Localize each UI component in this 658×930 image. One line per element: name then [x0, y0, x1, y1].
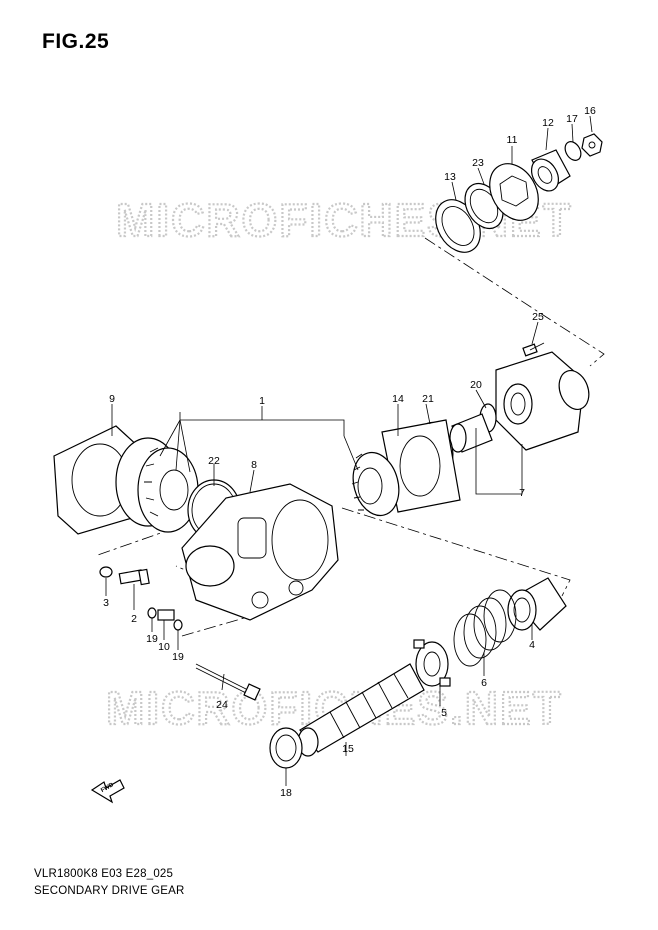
- part-17-washer: [564, 141, 582, 161]
- callout-7: 7: [519, 487, 525, 499]
- callout-numbers: 1 2 3 4 5 6 7 8 9 10 11 12 13 14 15 16 1…: [103, 105, 596, 799]
- part-7-bearing-housing: [495, 351, 590, 451]
- callout-22: 22: [208, 455, 220, 467]
- figure-title: FIG.25: [42, 30, 110, 53]
- part-11-bearing-stopper: [489, 163, 539, 221]
- part-4-cam-dog: [507, 577, 567, 631]
- diagram-name: SECONDARY DRIVE GEAR: [34, 885, 185, 897]
- callout-12: 12: [542, 117, 554, 129]
- part-1-driven-gear-right: [351, 451, 400, 517]
- part-19-pin-set: [147, 607, 183, 631]
- callout-3: 3: [103, 597, 109, 609]
- callout-2: 2: [131, 613, 137, 625]
- callout-5: 5: [441, 707, 447, 719]
- callout-24: 24: [216, 699, 228, 711]
- callout-10: 10: [158, 641, 170, 653]
- part-8-gear-case: [181, 483, 339, 621]
- part-12-bearing: [530, 149, 571, 192]
- callout-21: 21: [422, 393, 434, 405]
- part-14-gasket: [381, 419, 461, 513]
- part-15-drive-shaft: [297, 663, 425, 757]
- callout-23: 23: [472, 157, 484, 169]
- callout-14: 14: [392, 393, 404, 405]
- fwd-direction-indicator: FWD: [90, 779, 125, 804]
- callout-13: 13: [444, 171, 456, 183]
- callout-19-a: 19: [146, 633, 158, 645]
- part-6-spring: [453, 589, 517, 667]
- leader-lines: [105, 115, 593, 786]
- callout-25: 25: [532, 311, 544, 323]
- callout-6: 6: [481, 677, 487, 689]
- callout-9: 9: [109, 393, 115, 405]
- part-2-bolt: [118, 568, 150, 586]
- callout-20: 20: [470, 379, 482, 391]
- callout-18: 18: [280, 787, 292, 799]
- part-1-driving-gear-assembly: [115, 437, 199, 533]
- callout-17: 17: [566, 113, 578, 125]
- part-5-cam-follower: [413, 639, 451, 687]
- callout-19-b: 19: [172, 651, 184, 663]
- callout-15: 15: [342, 743, 354, 755]
- part-9-gasket: [53, 425, 141, 535]
- part-19-shim-stack: [449, 413, 493, 453]
- part-24-bolt: [195, 663, 261, 701]
- part-18-bearing: [269, 727, 303, 769]
- callout-8: 8: [251, 459, 257, 471]
- callout-16: 16: [584, 105, 596, 117]
- part-25-bolt: [522, 342, 545, 357]
- model-code: VLR1800K8 E03 E28_025: [34, 868, 174, 880]
- part-16-nut: [581, 133, 603, 157]
- callout-4: 4: [529, 639, 535, 651]
- part-3-washer: [99, 566, 113, 578]
- callout-1: 1: [259, 395, 265, 407]
- callout-11: 11: [507, 134, 518, 146]
